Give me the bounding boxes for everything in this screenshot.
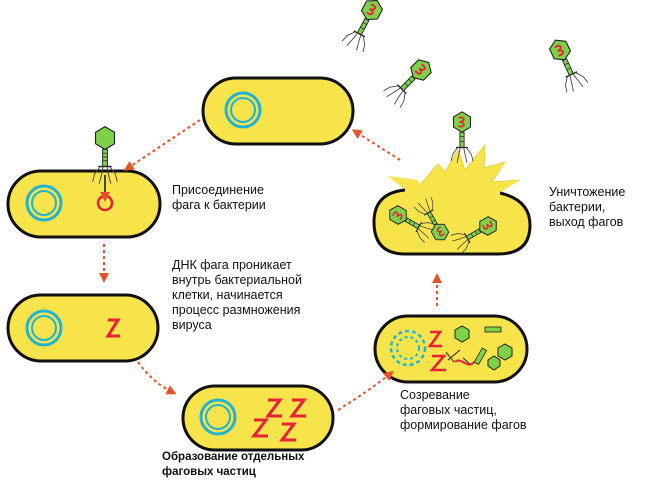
label-dna-entry: ДНК фага проникает внутрь бактериальной …: [172, 258, 302, 332]
label-attachment: Присоединение фага к бактерии: [172, 183, 266, 212]
bacterium-cell-icon: [201, 76, 355, 146]
label-destruction: Уничтожение бактерии, выход фагов: [549, 185, 626, 229]
bacterium-cell-icon: [372, 143, 532, 256]
cycle-arrow-icon: [99, 119, 442, 411]
label-formation: Образование отдельных фаговых частиц: [162, 451, 305, 478]
bacterium-cell-icon: [181, 384, 335, 452]
bacterium-cell-icon: [6, 293, 160, 363]
bacterium-cell-icon: [6, 169, 162, 239]
bacteriophage-icon: [543, 34, 590, 95]
bacteriophage-icon: [450, 110, 474, 164]
bacterium-cell-icon: [373, 314, 529, 384]
bacteriophage-icon: [381, 53, 438, 110]
viral-dna-icon: [105, 318, 121, 338]
label-maturation: Созревание фаговых частиц, формирование …: [400, 388, 527, 432]
bacteriophage-icon: [340, 0, 389, 55]
